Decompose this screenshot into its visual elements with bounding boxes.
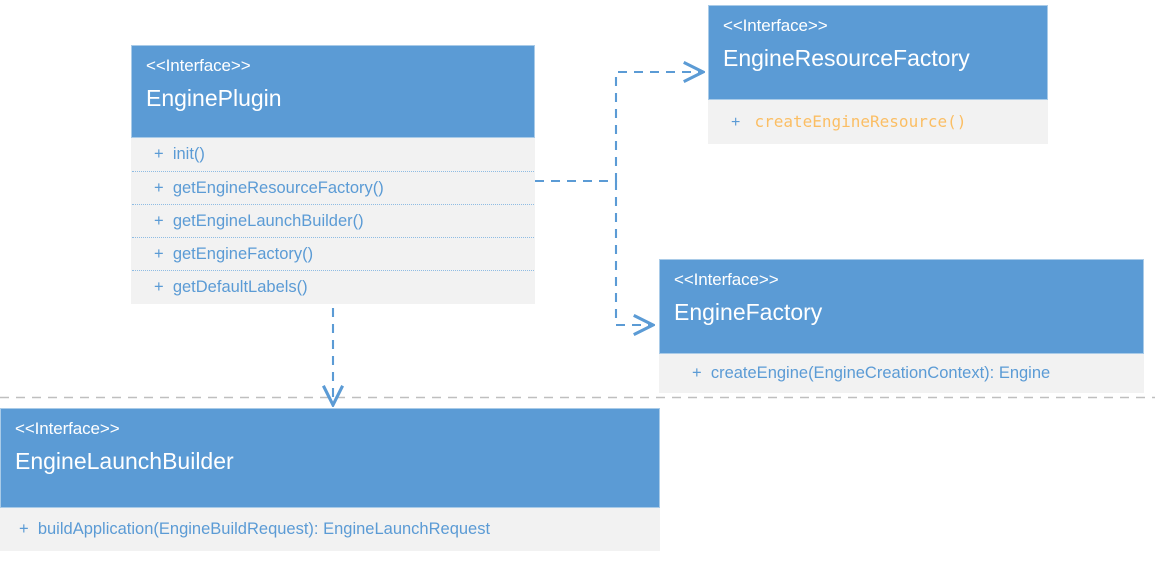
class-header-engine-plugin: <<Interface>> EnginePlugin [131,45,535,138]
class-member[interactable]: + init() [132,138,534,171]
class-engine-plugin[interactable]: <<Interface>> EnginePlugin + init() + ge… [131,45,535,304]
class-header-engine-resource-factory: <<Interface>> EngineResourceFactory [708,5,1048,100]
class-members-engine-resource-factory: + createEngineResource() [708,100,1048,144]
class-name: EngineResourceFactory [723,45,970,71]
member-visibility: + [154,179,169,197]
member-visibility: + [154,212,169,230]
connector-plugin-to-engine-factory [614,181,653,325]
class-member[interactable]: + getEngineFactory() [132,237,534,270]
member-signature: buildApplication(EngineBuildRequest): En… [37,520,491,538]
class-member[interactable]: + getEngineLaunchBuilder() [132,204,534,237]
member-signature: createEngine(EngineCreationContext): Eng… [710,364,1051,382]
member-visibility: + [154,245,169,263]
member-signature: getEngineResourceFactory() [172,179,384,197]
class-header-engine-factory: <<Interface>> EngineFactory [659,259,1144,354]
class-members-engine-launch-builder: + buildApplication(EngineBuildRequest): … [0,508,660,551]
member-visibility: + [154,278,169,296]
class-member[interactable]: + createEngineResource() [709,100,1047,143]
member-signature: getEngineLaunchBuilder() [172,212,364,230]
class-members-engine-plugin: + init() + getEngineResourceFactory() + … [131,138,535,304]
class-stereotype: <<Interface>> [146,56,251,75]
class-stereotype: <<Interface>> [723,16,828,35]
member-visibility: + [692,364,707,382]
class-member[interactable]: + createEngine(EngineCreationContext): E… [660,354,1143,392]
class-name: EngineFactory [674,299,823,325]
class-member[interactable]: + getEngineResourceFactory() [132,171,534,204]
class-stereotype: <<Interface>> [15,419,120,438]
class-engine-launch-builder[interactable]: <<Interface>> EngineLaunchBuilder + buil… [0,408,660,551]
member-signature: getDefaultLabels() [172,278,308,296]
class-member[interactable]: + getDefaultLabels() [132,270,534,303]
member-visibility: + [731,114,745,131]
member-signature: createEngineResource() [754,112,967,131]
connector-plugin-to-resource-factory [535,72,703,183]
class-member[interactable]: + buildApplication(EngineBuildRequest): … [1,508,659,550]
member-signature: init() [172,145,205,163]
class-name: EngineLaunchBuilder [15,448,234,474]
member-visibility: + [154,145,169,163]
class-members-engine-factory: + createEngine(EngineCreationContext): E… [659,354,1144,393]
class-engine-factory[interactable]: <<Interface>> EngineFactory + createEngi… [659,259,1144,393]
class-engine-resource-factory[interactable]: <<Interface>> EngineResourceFactory + cr… [708,5,1048,144]
class-stereotype: <<Interface>> [674,270,779,289]
class-header-engine-launch-builder: <<Interface>> EngineLaunchBuilder [0,408,660,508]
member-visibility: + [19,520,34,538]
member-signature: getEngineFactory() [172,245,314,263]
class-name: EnginePlugin [146,85,282,111]
